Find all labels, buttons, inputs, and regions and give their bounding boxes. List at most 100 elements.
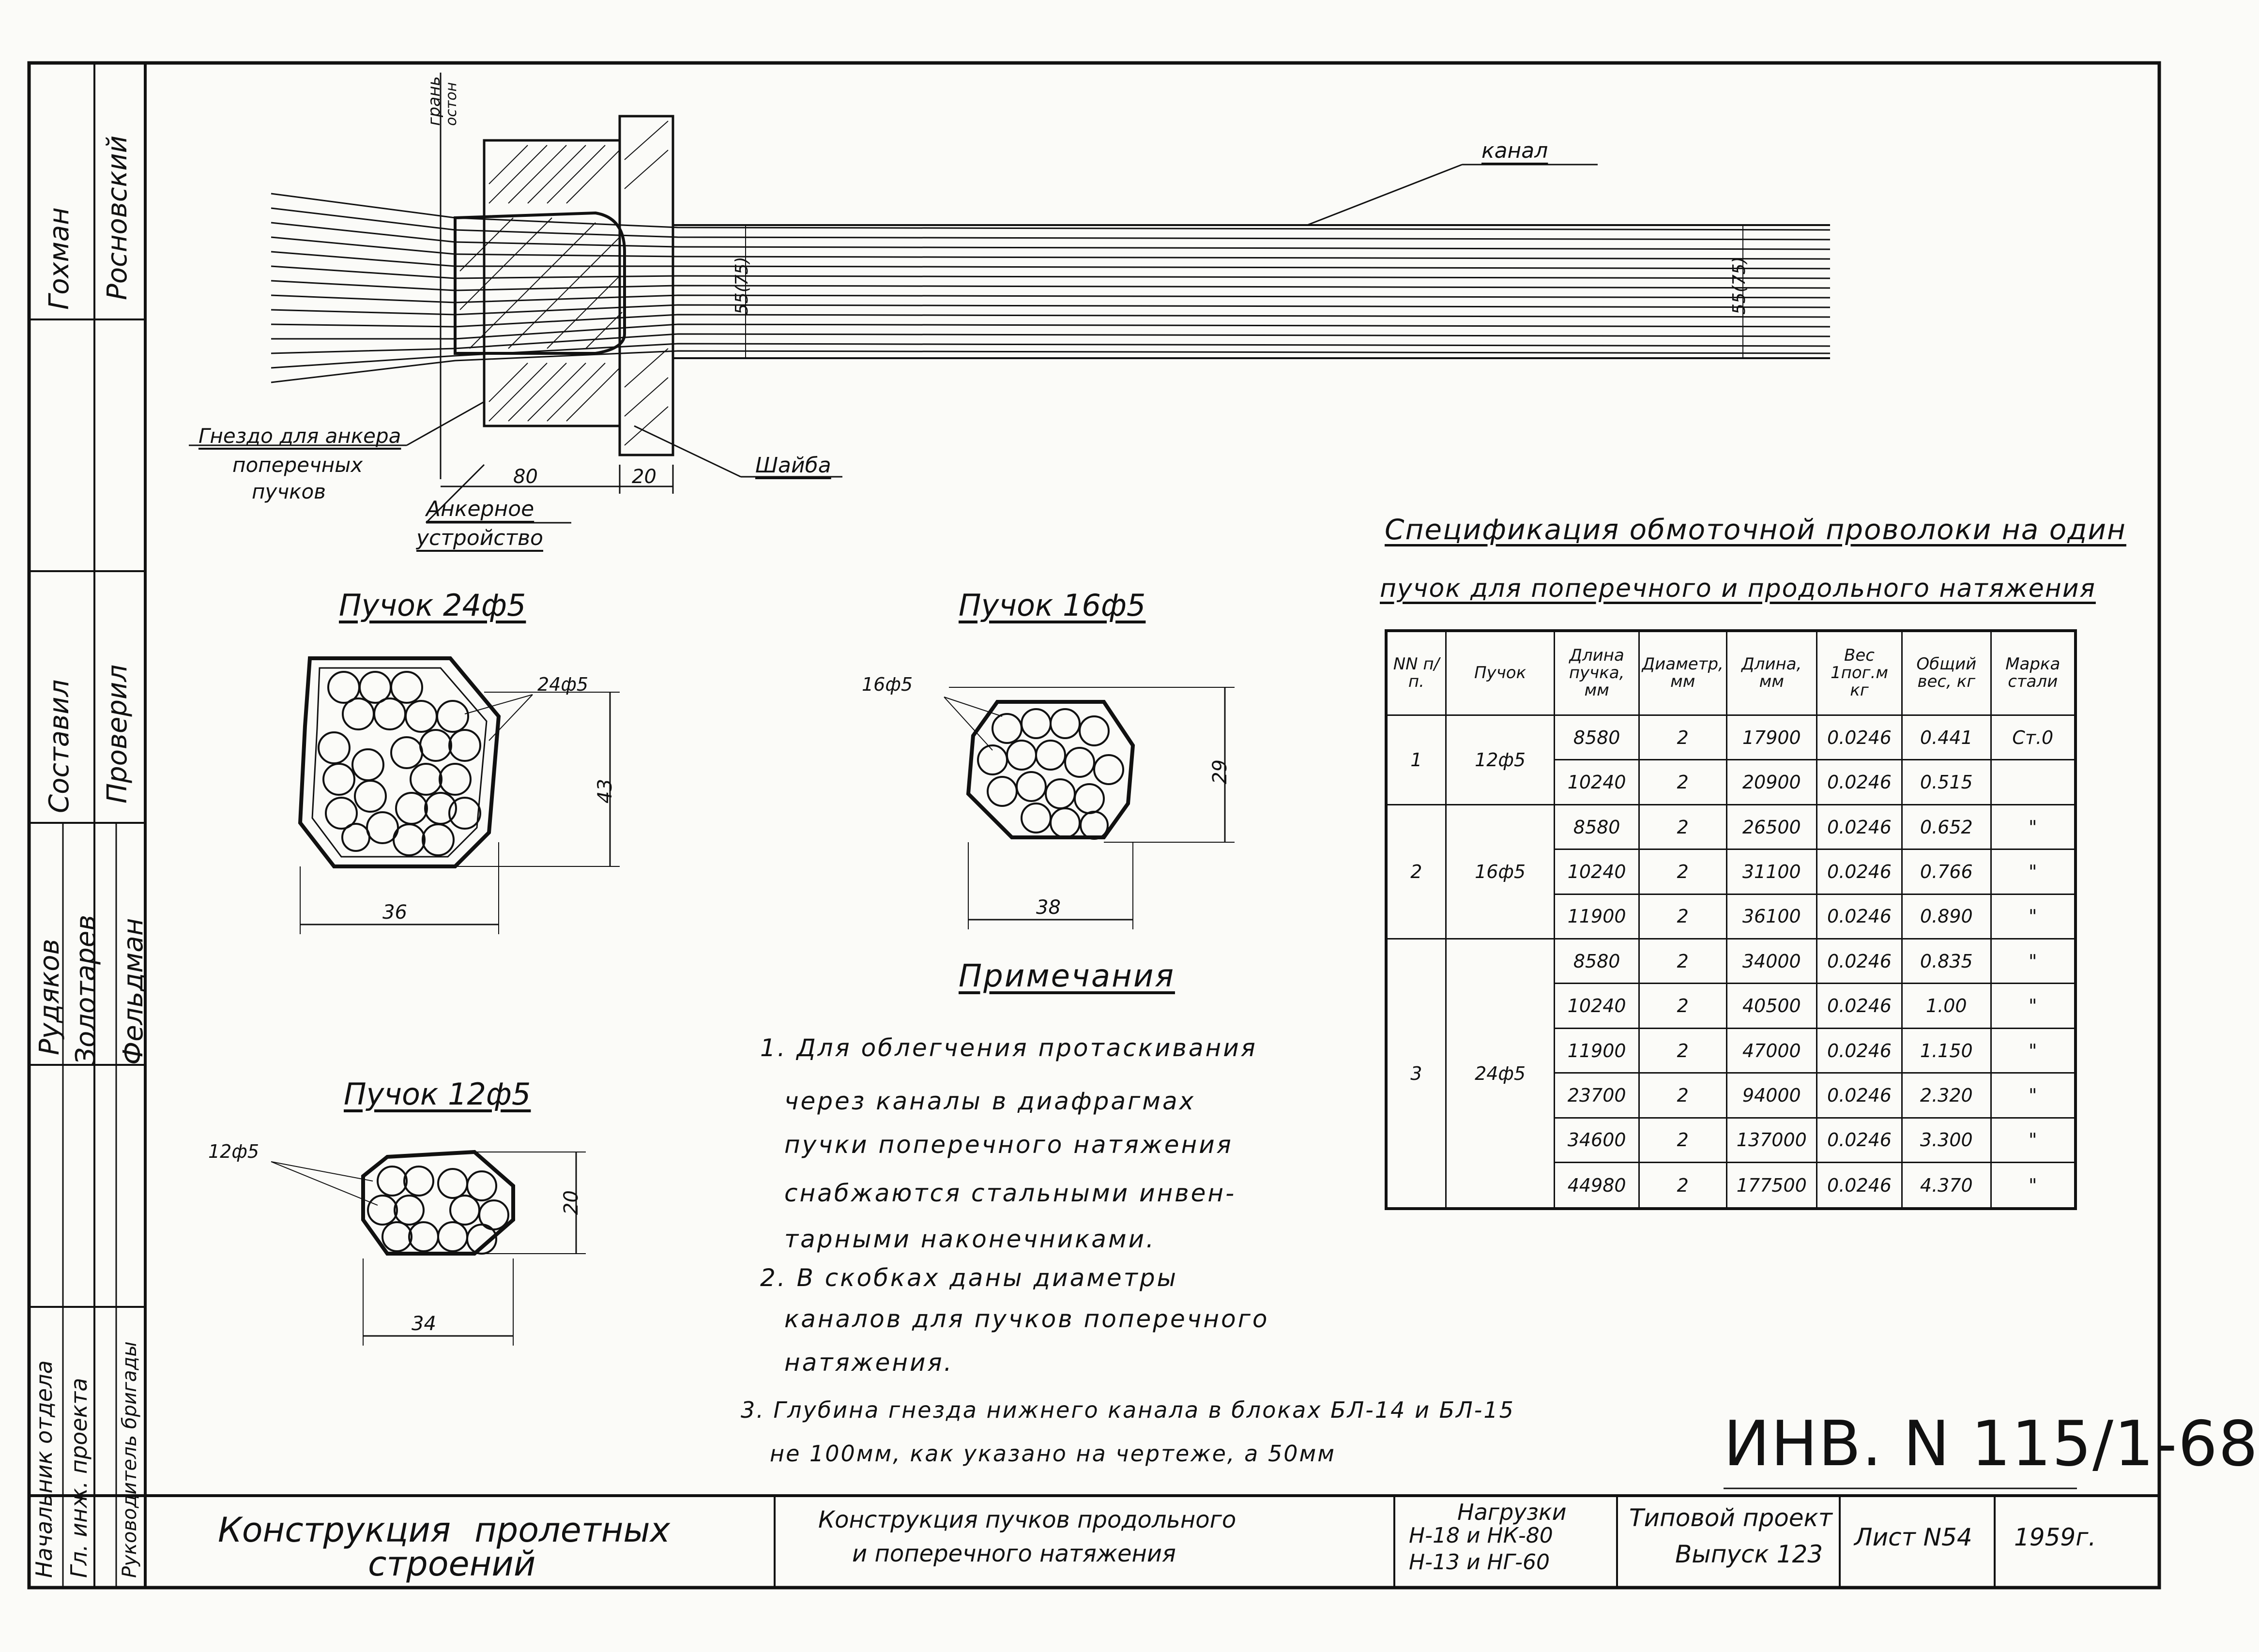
anchor-drawing [189, 73, 1831, 524]
cell-weight-per-m: 0.0246 [1816, 759, 1903, 805]
cell-weight-per-m: 0.0246 [1816, 1027, 1903, 1074]
col-header-diameter: Диаметр, мм [1638, 630, 1727, 716]
cell-weight-per-m: 0.0246 [1816, 714, 1903, 761]
cell-steel-grade: " [1990, 938, 2076, 985]
spec-header-row: NN п/п. Пучок Длина пучка, мм Диаметр, м… [1385, 630, 2076, 716]
spec-table: NN п/п. Пучок Длина пучка, мм Диаметр, м… [1385, 629, 2077, 1210]
cell-bundle-length: 44980 [1554, 1162, 1640, 1210]
table-row: 11900 2 47000 0.0246 1.150 " [1386, 1027, 2076, 1074]
title-block-loads-line1: Н-18 и НК-80 [1409, 1523, 1553, 1548]
stamp-role-sostavil: Составил [44, 679, 75, 813]
stamp-role-head-dept: Начальник отдела [31, 1360, 57, 1578]
nest-label-line3: пучков [252, 480, 326, 503]
spec-title-line1: Спецификация обмоточной проволоки на оди… [1385, 513, 2126, 546]
dim-20: 20 [632, 466, 656, 488]
cell-diameter: 2 [1638, 1072, 1727, 1119]
bundle-12-dim-w: 34 [412, 1313, 436, 1335]
cell-bundle-length: 8580 [1554, 803, 1640, 850]
canal-label: канал [1481, 138, 1548, 163]
row-bundle: 12ф5 [1445, 714, 1556, 805]
cell-total-weight: 0.441 [1901, 714, 1992, 761]
cell-weight-per-m: 0.0246 [1816, 983, 1903, 1029]
title-block-project-type: Типовой проект [1629, 1504, 1832, 1532]
bundle-24-dim-w: 36 [382, 901, 407, 924]
cell-steel-grade: " [1990, 893, 2076, 940]
cell-bundle-length: 11900 [1554, 893, 1640, 940]
title-block-drawing-title-line2: и поперечного натяжения [852, 1540, 1176, 1567]
cell-total-weight: 1.00 [1901, 983, 1992, 1029]
bundle-12-drawing [271, 1150, 586, 1346]
table-row: 10240 2 40500 0.0246 1.00 " [1386, 983, 2076, 1029]
cell-total-weight: 0.652 [1901, 803, 1992, 850]
cell-diameter: 2 [1638, 1027, 1727, 1074]
title-block-drawing-title-line1: Конструкция пучков продольного [818, 1506, 1236, 1533]
note-line: 3. Глубина гнезда нижнего канала в блока… [741, 1397, 1515, 1423]
col-header-steel-grade: Марка стали [1990, 630, 2076, 716]
stamp-name-feldman: Фельдман [118, 918, 149, 1065]
cell-length: 177500 [1725, 1162, 1817, 1210]
title-block-sheet-number: Лист N54 [1854, 1523, 1972, 1551]
outer-frame [27, 61, 2161, 1590]
table-row: 1 12ф5 8580 2 17900 0.0246 0.441 Ст.0 [1385, 714, 2076, 805]
cell-steel-grade: " [1990, 1162, 2076, 1210]
table-row: 23700 2 94000 0.0246 2.320 " [1386, 1072, 2076, 1119]
col-header-bundle-length: Длина пучка, мм [1554, 630, 1640, 716]
title-block-construction-line1: Конструкция [218, 1510, 451, 1550]
cell-bundle-length: 10240 [1554, 849, 1640, 895]
cell-length: 40500 [1725, 983, 1817, 1029]
stamp-name-rudyakov: Рудяков [34, 939, 65, 1055]
stamp-role-chief-eng: Гл. инж. проекта [66, 1378, 92, 1578]
cell-bundle-length: 11900 [1554, 1027, 1640, 1074]
row-bundle: 24ф5 [1445, 938, 1556, 1210]
cell-bundle-length: 10240 [1554, 983, 1640, 1029]
cell-total-weight: 0.835 [1901, 938, 1992, 985]
anchor-label-line1: Анкерное [426, 497, 534, 521]
bundle-16-title: Пучок 16ф5 [959, 588, 1146, 623]
title-block-loads-heading: Нагрузки [1457, 1499, 1567, 1525]
cell-length: 137000 [1725, 1117, 1817, 1164]
bundle-16-dim-w: 38 [1036, 896, 1061, 919]
cell-steel-grade: " [1990, 983, 2076, 1029]
cell-length: 31100 [1725, 849, 1817, 895]
cell-bundle-length: 8580 [1554, 938, 1640, 985]
table-row: 10240 2 20900 0.0246 0.515 [1386, 759, 2076, 805]
cell-length: 94000 [1725, 1072, 1817, 1119]
drawing-lines [27, 61, 2161, 1590]
stamp-role-team-lead: Руководитель бригады [119, 1341, 141, 1578]
cell-steel-grade [1990, 759, 2076, 805]
cell-length: 47000 [1725, 1027, 1817, 1074]
title-block-construction-line2: пролетных [474, 1510, 671, 1550]
note-line: не 100мм, как указано на чертеже, а 50мм [770, 1440, 1336, 1467]
cell-diameter: 2 [1638, 893, 1727, 940]
bundle-24-dim-h: 43 [594, 779, 616, 803]
cell-weight-per-m: 0.0246 [1816, 1072, 1903, 1119]
spec-title-line2: пучок для поперечного и продольного натя… [1380, 574, 2096, 603]
dim-55-left: 55(75) [732, 257, 752, 315]
cell-diameter: 2 [1638, 849, 1727, 895]
note-line: натяжения. [784, 1349, 954, 1377]
bundle-12-dim-h: 20 [560, 1190, 582, 1215]
cell-length: 36100 [1725, 893, 1817, 940]
col-header-length: Длина, мм [1725, 630, 1817, 716]
bundle-16-drawing [944, 687, 1235, 929]
table-row: 3 24ф5 8580 2 34000 0.0246 0.835 " [1385, 938, 2076, 1210]
cell-weight-per-m: 0.0246 [1816, 849, 1903, 895]
edge-sub-label: остон [443, 82, 460, 126]
cell-length: 17900 [1725, 714, 1817, 761]
bundle-12-wire-label: 12ф5 [208, 1141, 259, 1162]
table-row: 10240 2 31100 0.0246 0.766 " [1386, 849, 2076, 895]
cell-steel-grade: " [1990, 849, 2076, 895]
stamp-role-proveril: Проверил [102, 664, 133, 803]
title-block-year: 1959г. [2014, 1523, 2096, 1551]
table-row: 34600 2 137000 0.0246 3.300 " [1386, 1117, 2076, 1164]
bundle-24-title: Пучок 24ф5 [339, 588, 526, 623]
drawing-sheet: Гохман Составил Рудяков Начальник отдела… [27, 61, 2258, 1590]
cell-bundle-length: 8580 [1554, 714, 1640, 761]
anchor-label-line2: устройство [416, 526, 543, 550]
notes-title: Примечания [959, 958, 1175, 994]
row-nn: 3 [1385, 938, 1447, 1210]
note-line: снабжаются стальными инвен- [784, 1179, 1236, 1207]
cell-diameter: 2 [1638, 1117, 1727, 1164]
cell-total-weight: 2.320 [1901, 1072, 1992, 1119]
cell-length: 34000 [1725, 938, 1817, 985]
